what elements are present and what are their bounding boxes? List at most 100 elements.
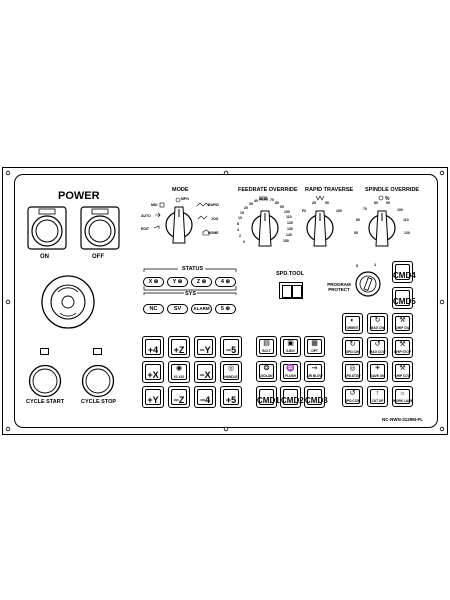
jog-key-label: +5 — [225, 395, 237, 405]
spindle-key-mag-cw[interactable]: ↻ MAG CW — [367, 313, 388, 334]
spindle-key-chip-stop[interactable]: ⚒CHIP STOP — [392, 337, 413, 358]
jog-key-minus-4[interactable]: −4 — [194, 386, 216, 408]
rapid-scale-label: 50 — [325, 201, 329, 205]
spindle-key-spd-stop[interactable]: ◎SPD.STOP — [342, 361, 363, 382]
func-key-coolant[interactable]: ❂COOLANT — [256, 361, 277, 382]
sys-lamp-alarm: ALARM — [191, 304, 212, 314]
func-key-air-blow[interactable]: ⇝ AIR BLOW — [304, 361, 325, 382]
jog-key-plus-y[interactable]: +Y — [142, 386, 164, 408]
spindle-key-label: CHIP CCW — [394, 374, 411, 378]
work-lamp-icon: ☼ — [399, 390, 406, 397]
spindle-scale-label: 60 — [356, 218, 360, 222]
spindle-key-label: MAG CCW — [369, 350, 386, 354]
power-off-label: OFF — [92, 254, 104, 260]
rapid-traverse-knob[interactable] — [300, 208, 340, 252]
air-blow-icon: ⇝ — [311, 365, 318, 372]
mount-hole — [5, 426, 11, 432]
sys-lamp-5-label: 5 — [220, 306, 224, 312]
feedrate-scale-label: 100 — [284, 210, 290, 214]
jog-key-minus-x[interactable]: −X — [194, 361, 216, 383]
mode-pos-edit: EDIT — [141, 227, 149, 231]
spindle-key-spd-cw[interactable]: ↻SPD.CW — [342, 337, 363, 358]
func-key-opt[interactable]: ▦OPT — [304, 336, 325, 357]
rapid-traverse-icon — [315, 195, 325, 201]
cmd-key-label: CMD4 — [393, 271, 416, 280]
mount-hole — [5, 299, 11, 305]
func-key-label: OPT — [311, 349, 318, 353]
spindle-key-save-on[interactable]: ☀SAVE ON — [367, 361, 388, 382]
status-group-frame — [143, 268, 237, 295]
jog-key-minus-5[interactable]: −5 — [220, 336, 242, 358]
feedrate-scale-label: 15 — [240, 211, 244, 215]
cmd3-key[interactable]: CMD3 — [304, 386, 328, 408]
program-protect-mark-1: 1 — [374, 262, 377, 267]
mount-hole — [439, 426, 445, 432]
feedrate-scale-label: 80 — [275, 201, 279, 205]
spindle-key-chip-cw[interactable]: ⚒CHIP CW — [392, 313, 413, 334]
spindle-scale-label: 80 — [374, 201, 378, 205]
power-on-button[interactable] — [27, 206, 67, 250]
spindle-key-label: CHIP CW — [395, 326, 410, 330]
status-lamp-z-label: Z — [196, 279, 201, 285]
spindle-key-label: MAG CW — [370, 326, 385, 330]
rapid-scale-label: F0 — [302, 209, 307, 213]
spindle-key-label: SPD.CW — [346, 350, 359, 354]
spindle-key-cut-up[interactable]: ↑ CUT UP — [367, 386, 388, 407]
feedrate-override-knob[interactable] — [245, 208, 285, 252]
feedrate-scale-label: 60 — [264, 197, 268, 201]
sys-lamp-sv: SV — [167, 304, 188, 314]
feedrate-override-title: FEEDRATE OVERRIDE — [238, 187, 298, 193]
cut-up-icon: ↑ — [375, 390, 380, 397]
power-off-button[interactable] — [80, 206, 120, 250]
emergency-stop-button[interactable] — [40, 274, 96, 330]
bdt-icon: ▤ — [263, 340, 270, 347]
spindle-key-orient[interactable]: ◐ORIENT — [342, 313, 363, 334]
handle-icon: ◎ — [227, 365, 235, 372]
jog-key-plus-5[interactable]: +5 — [220, 386, 242, 408]
mode-title: MODE — [172, 187, 189, 193]
rapid-traverse-title: RAPID TRAVERSE — [305, 187, 354, 193]
func-key-bdt[interactable]: ▤B.D.T — [256, 336, 277, 357]
mode-pos-auto: AUTO — [141, 214, 151, 218]
status-lamp-y: Y ⊕ — [167, 277, 188, 287]
feedrate-scale-label: 20 — [244, 206, 248, 210]
mode-selector-knob[interactable] — [154, 203, 204, 247]
func-key-label: AIR BLOW — [306, 374, 323, 378]
feedrate-scale-label: 30 — [249, 202, 253, 206]
cycle-stop-button[interactable] — [81, 364, 115, 398]
spindle-key-chip-ccw[interactable]: ⚒CHIP CCW — [392, 361, 413, 382]
spindle-override-knob[interactable] — [362, 208, 402, 252]
spindle-key-mag-ccw[interactable]: ↺MAG CCW — [367, 337, 388, 358]
cmd1-key[interactable]: CMD1 — [256, 386, 280, 408]
jog-key-plus-4[interactable]: +4 — [142, 336, 164, 358]
jog-key-step-x1-x10[interactable]: ◉X1 X10 — [168, 361, 190, 383]
func-key-sbk[interactable]: ▣S.B.K — [280, 336, 301, 357]
jog-key-label: X1 X10 — [173, 375, 185, 379]
sys-lamp-nc: NC — [143, 304, 164, 314]
jog-key-plus-x[interactable]: +X — [142, 361, 164, 383]
jog-key-handle[interactable]: ◎HANDLE — [220, 361, 242, 383]
spd-tool-digit — [292, 285, 302, 298]
feedrate-scale-label: 40 — [254, 199, 258, 203]
program-protect-keyswitch[interactable] — [355, 269, 381, 299]
func-key-flush[interactable]: ♒FLUSH — [280, 361, 301, 382]
program-protect-mark-0: 0 — [356, 263, 359, 268]
spd-tool-digit — [282, 285, 292, 298]
jog-key-plus-z[interactable]: +Z — [168, 336, 190, 358]
jog-key-minus-y[interactable]: −Y — [194, 336, 216, 358]
status-lamp-x-label: X — [148, 279, 153, 285]
spindle-key-label: CUT UP — [371, 399, 384, 403]
cycle-start-button[interactable] — [28, 364, 62, 398]
cmd-key-label: CMD1 — [257, 396, 280, 405]
jog-key-minus-z[interactable]: −Z — [168, 386, 190, 408]
spindle-key-work-lamp[interactable]: ☼WORK LAMP — [392, 386, 413, 407]
cmd2-key[interactable]: CMD2 — [280, 386, 304, 408]
spindle-key-spd-ccw[interactable]: ↺SPD.CCW — [342, 386, 363, 407]
mag-cw-icon: ↻ — [374, 317, 381, 324]
mount-hole — [223, 426, 229, 432]
cmd4-key[interactable]: CMD4 — [392, 261, 416, 283]
spindle-key-label: SPD.CCW — [344, 399, 361, 403]
cmd5-key[interactable]: CMD5 — [392, 287, 416, 309]
coolant-icon: ❂ — [263, 365, 270, 372]
